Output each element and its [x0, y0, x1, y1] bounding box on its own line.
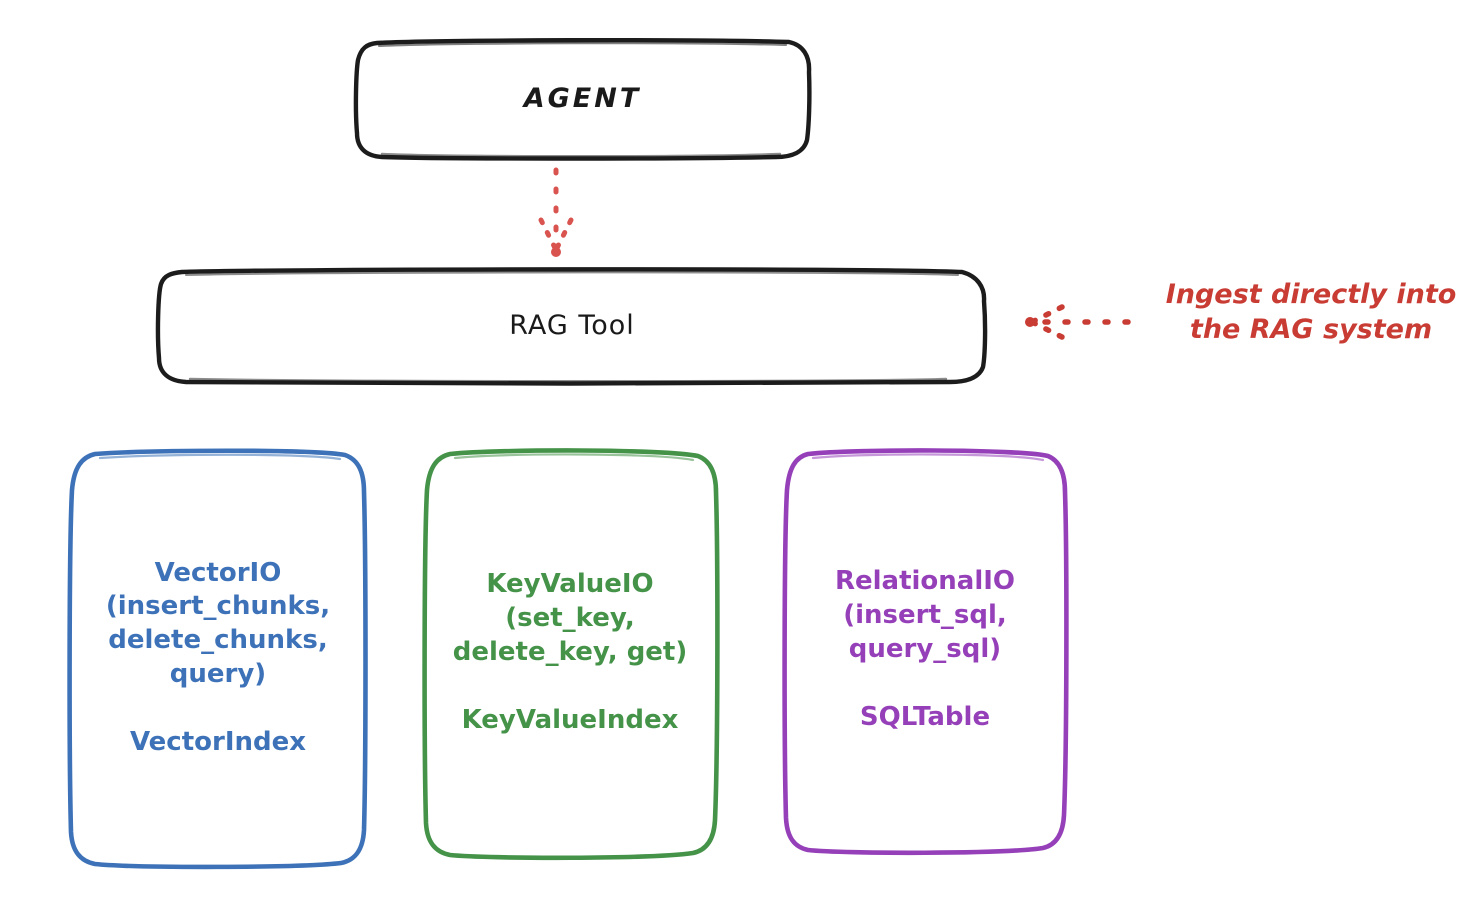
relational-io-node[interactable]: RelationalIO (insert_sql, query_sql) SQL… — [785, 450, 1065, 850]
vector-index-label: VectorIndex — [129, 726, 307, 757]
vector-io-text-group: VectorIO (insert_chunks, delete_chunks, … — [106, 523, 330, 794]
ingest-annotation-text: Ingest directly into the RAG system — [1165, 279, 1457, 345]
vector-io-api-label: VectorIO (insert_chunks, delete_chunks, … — [105, 557, 331, 689]
agent-node-label: AGENT — [523, 82, 642, 114]
key-value-index-label: KeyValueIndex — [461, 704, 679, 735]
agent-to-rag-arrow — [538, 167, 574, 257]
ingest-to-rag-arrow — [1025, 304, 1131, 340]
key-value-io-text-group: KeyValueIO (set_key, delete_key, get) Ke… — [453, 535, 688, 772]
rag-tool-node[interactable]: RAG Tool — [158, 269, 986, 383]
agent-node[interactable]: AGENT — [355, 40, 810, 158]
rag-tool-node-label: RAG Tool — [509, 309, 635, 341]
vector-io-node[interactable]: VectorIO (insert_chunks, delete_chunks, … — [70, 450, 366, 866]
sql-table-label: SQLTable — [859, 701, 991, 732]
vector-io-box-outline — [67, 448, 368, 870]
relational-io-text-group: RelationalIO (insert_sql, query_sql) SQL… — [835, 532, 1015, 769]
relational-io-api-label: RelationalIO (insert_sql, query_sql) — [834, 566, 1016, 664]
relational-io-box-outline — [782, 448, 1069, 856]
key-value-io-node[interactable]: KeyValueIO (set_key, delete_key, get) Ke… — [425, 450, 715, 856]
key-value-io-api-label: KeyValueIO (set_key, delete_key, get) — [452, 569, 688, 667]
rag-tool-box-outline — [155, 267, 988, 386]
agent-box-outline — [353, 37, 812, 161]
key-value-io-box-outline — [422, 448, 720, 861]
